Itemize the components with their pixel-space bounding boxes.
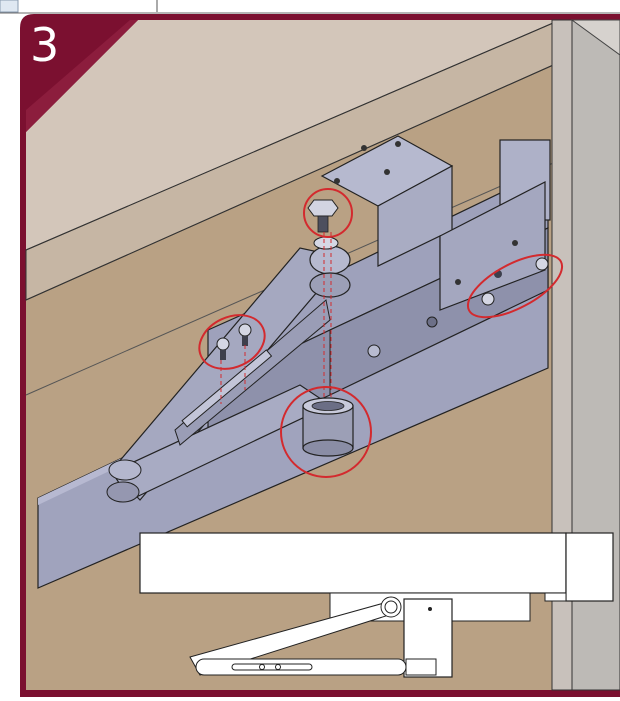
bushing-cylinder-icon	[302, 397, 354, 457]
side-screws-icon	[481, 257, 549, 306]
hex-bolt-icon	[307, 199, 339, 233]
closer-overview-inset	[139, 532, 614, 678]
step-number: 3	[30, 18, 60, 72]
closer-arm	[106, 236, 351, 503]
highlight-markers	[198, 188, 564, 478]
alignment-guides	[220, 232, 332, 404]
step-badge	[26, 20, 138, 132]
screw-icon	[216, 323, 252, 360]
step-frame	[20, 14, 620, 697]
closer-bracket	[320, 135, 546, 311]
